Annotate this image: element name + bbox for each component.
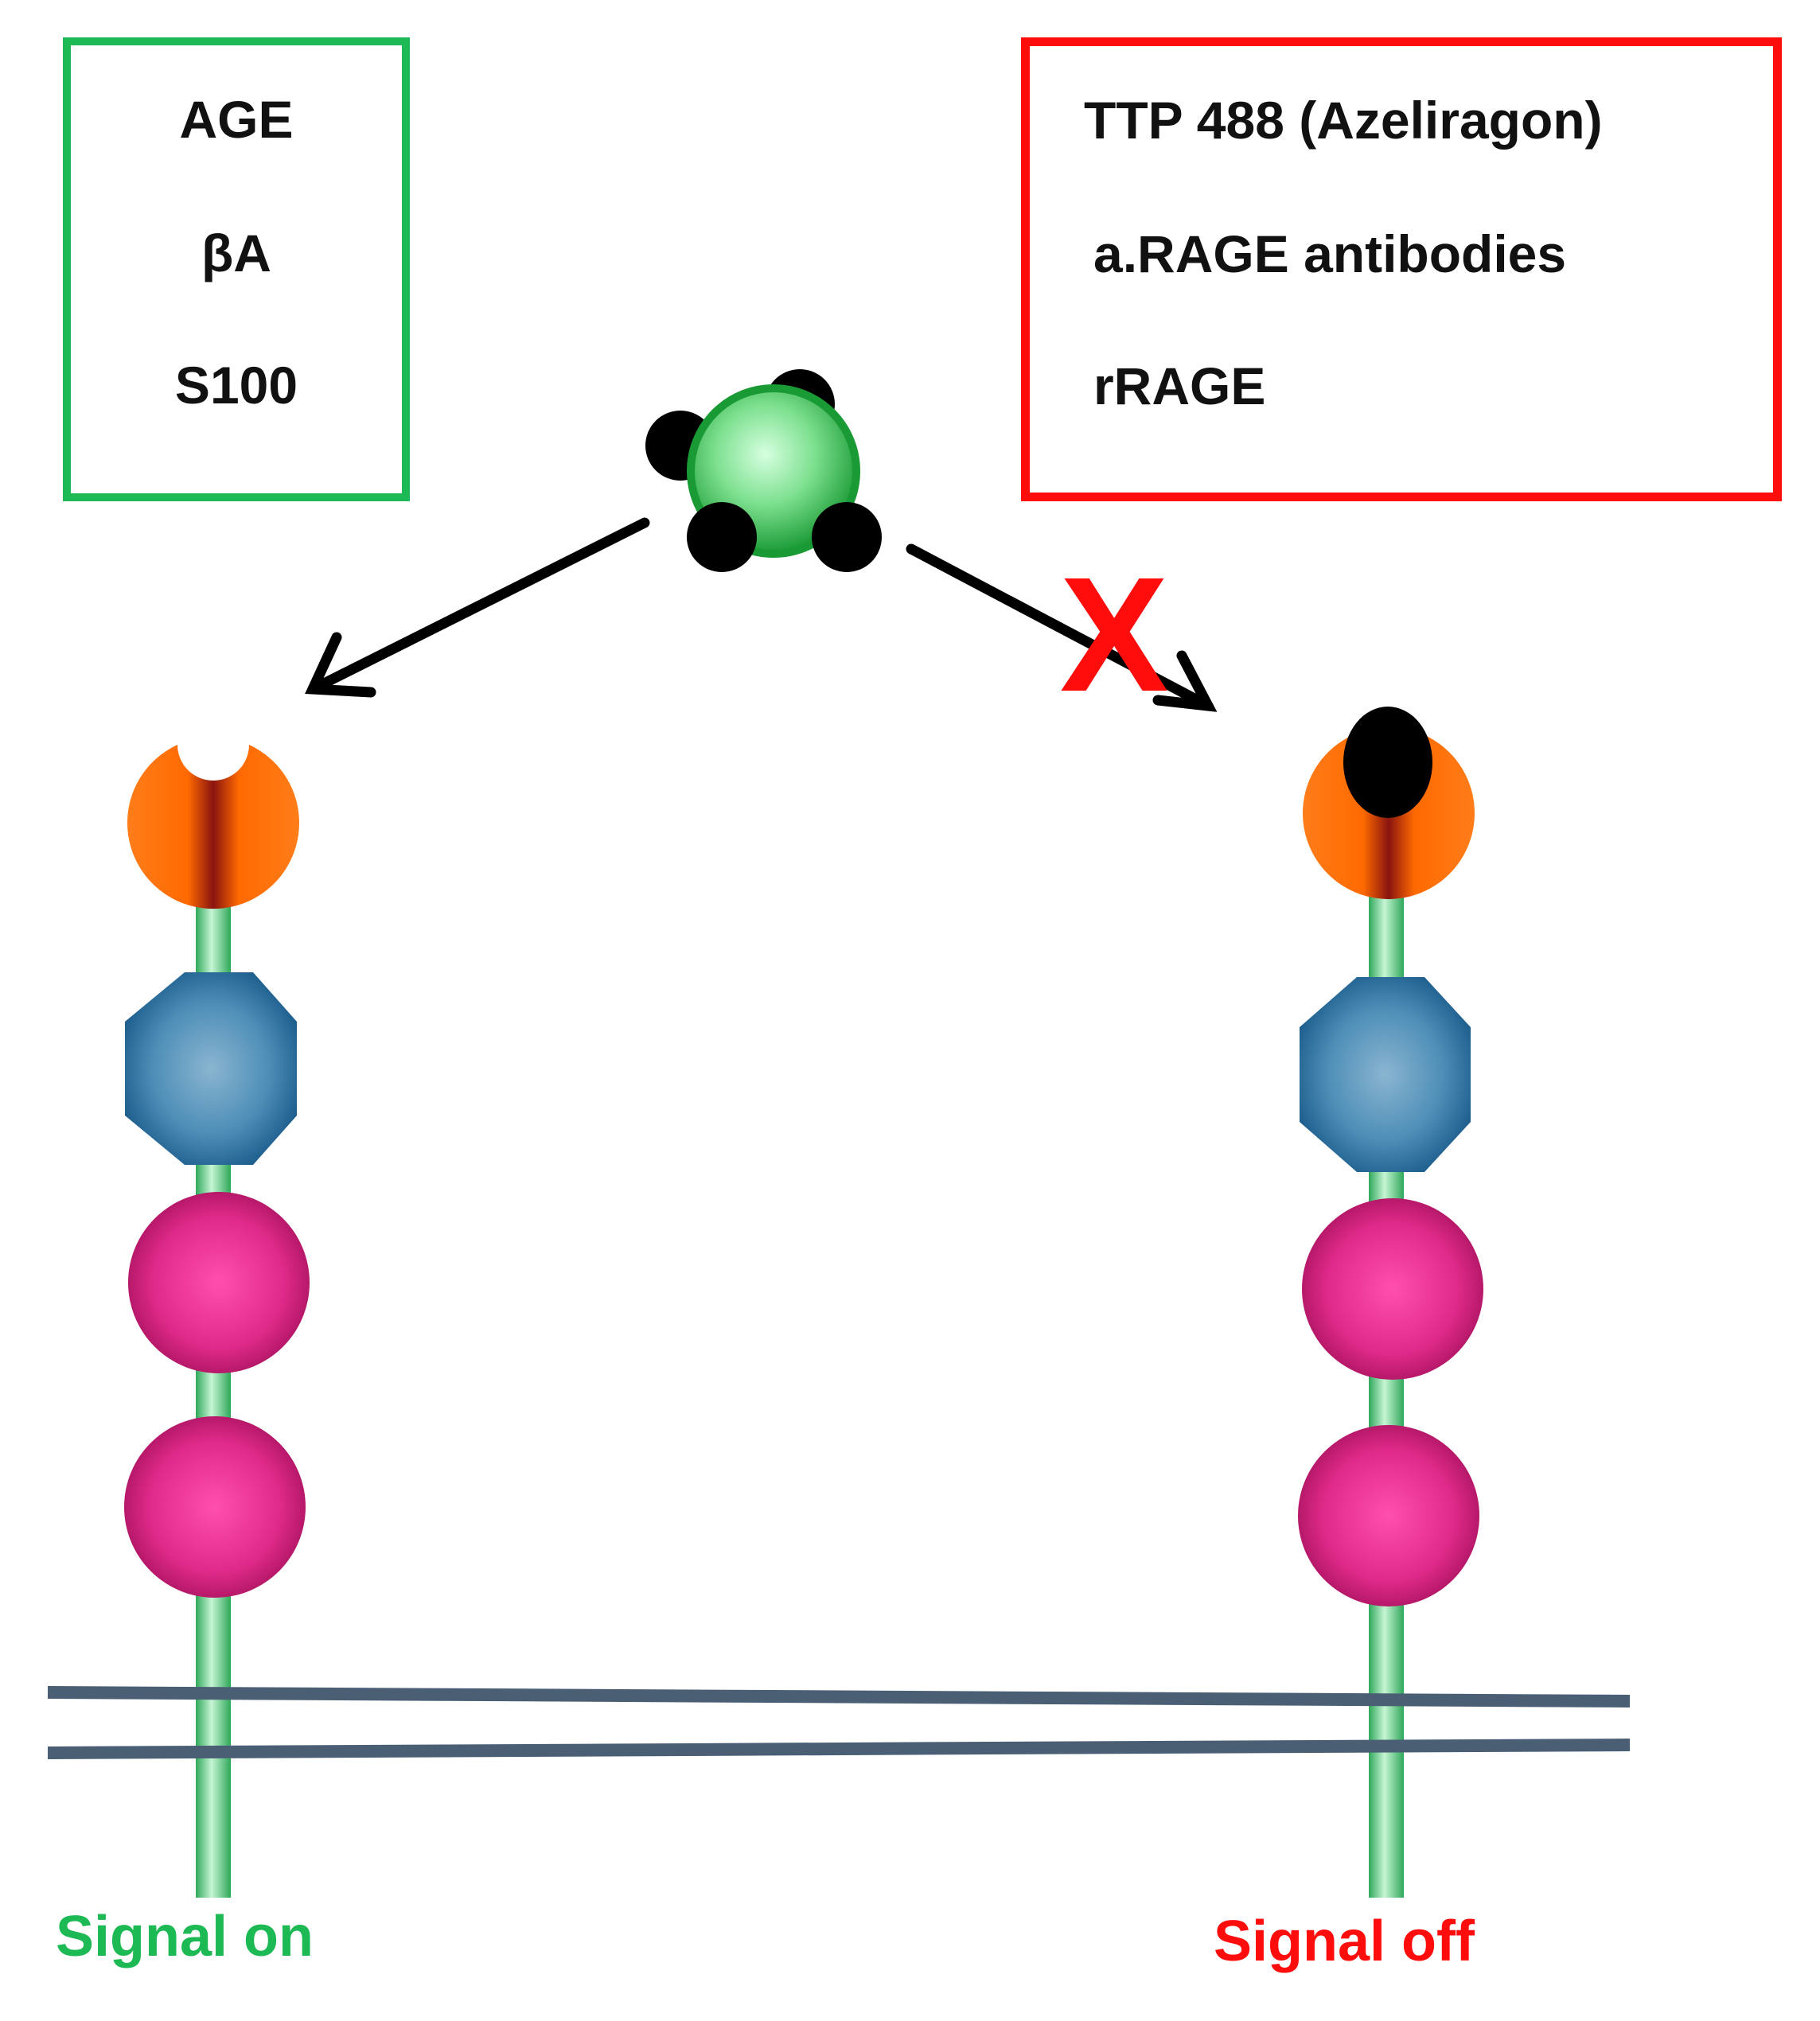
rage-receptor-right [1298,707,1483,1898]
ligand-item-age: AGE [179,90,294,149]
c2-domain-left-lower-icon [124,1416,306,1598]
arrow-to-left-receptor-icon [305,517,650,698]
signal-off-label: Signal off [1214,1910,1475,1973]
inhibitor-item-rage-antibodies: a.RAGE antibodies [1093,224,1567,283]
inhibitor-item-rrage: rRAGE [1093,356,1266,415]
c2-domain-right-lower-icon [1298,1425,1479,1606]
c1-domain-right-icon [1300,977,1471,1172]
c2-domain-left-upper-icon [128,1192,310,1373]
ligand-item-beta-amyloid: βA [201,224,271,282]
c2-domain-right-upper-icon [1302,1198,1483,1380]
ligand-item-s100: S100 [174,356,298,415]
inhibitor-item-azeliragon: TTP 488 (Azeliragon) [1084,91,1603,150]
ligand-icon [645,369,882,572]
inhibitors-box: TTP 488 (Azeliragon) a.RAGE antibodies r… [1021,37,1782,501]
ligands-box: AGE βA S100 [63,37,410,501]
v-domain-left-icon [127,745,300,909]
signal-on-label: Signal on [56,1905,314,1968]
bound-inhibitor-icon [1343,707,1432,818]
c1-domain-left-icon [125,972,297,1165]
x-mark-icon: X [1060,543,1169,726]
cell-membrane-icon [47,1686,1631,1759]
rage-receptor-left [124,745,310,1898]
arrow-to-right-receptor-icon [906,543,1218,712]
